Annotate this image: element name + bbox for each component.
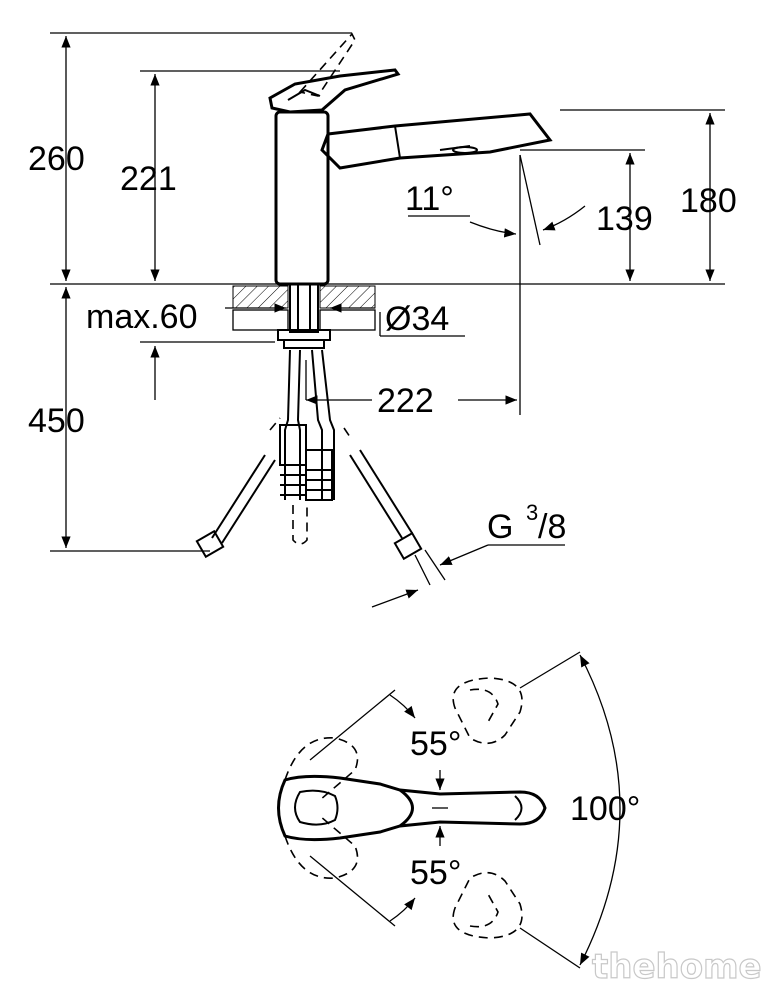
lever-top-view	[277, 774, 547, 842]
label-55-top: 55°	[410, 725, 461, 763]
label-139: 139	[596, 200, 653, 238]
top-view	[277, 651, 621, 969]
label-100-degrees: 100°	[570, 790, 640, 828]
label-thread-denominator: /8	[538, 508, 566, 546]
watermark-thehome: thehome	[592, 947, 762, 987]
label-thread-g: G	[487, 508, 513, 546]
label-diameter-34: Ø34	[385, 300, 449, 338]
label-max-60: max.60	[86, 298, 198, 336]
side-view	[50, 32, 725, 608]
label-260: 260	[28, 140, 85, 178]
label-11-degrees: 11°	[405, 180, 454, 218]
supply-hoses	[195, 349, 446, 586]
faucet-body	[268, 68, 553, 286]
label-180: 180	[680, 182, 737, 220]
label-55-bottom: 55°	[410, 854, 461, 892]
swivel-arc	[579, 654, 621, 966]
label-450: 450	[28, 402, 85, 440]
label-221: 221	[120, 160, 177, 198]
lever-raised-ghost	[298, 32, 356, 97]
label-222: 222	[377, 382, 434, 420]
counter-section	[232, 283, 376, 349]
label-thread-numerator: 3	[526, 500, 538, 525]
